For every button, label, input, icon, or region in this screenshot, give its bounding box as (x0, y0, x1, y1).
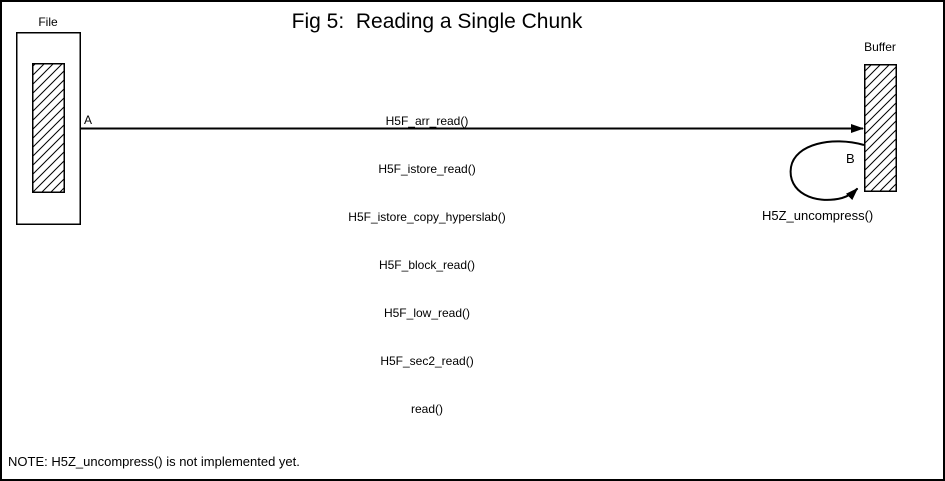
call-stack-line: H5F_block_read() (378, 258, 476, 272)
footnote: NOTE: H5Z_uncompress() is not implemente… (8, 454, 300, 469)
arrow-b-label: B (846, 151, 855, 166)
uncompress-loop-arrow (789, 140, 865, 201)
figure-title: Fig 5: Reading a Single Chunk (291, 10, 583, 33)
arrow-a-label: A (84, 113, 93, 127)
uncompress-caption: H5Z_uncompress() (762, 208, 874, 223)
call-stack-line: H5F_istore_read() (378, 162, 476, 176)
call-stack-line: H5F_sec2_read() (380, 354, 474, 368)
file-box-label: File (38, 15, 58, 29)
read-call-stack: H5F_arr_read() H5F_istore_read() H5F_ist… (348, 81, 505, 449)
buffer-hatched-rect (864, 64, 897, 192)
call-stack-line: H5F_istore_copy_hyperslab() (348, 210, 506, 224)
buffer-box-label: Buffer (864, 40, 896, 54)
file-chunk-hatched-rect (32, 63, 65, 193)
call-stack-line: read() (410, 402, 443, 416)
call-stack-line: H5F_low_read() (383, 306, 471, 320)
call-stack-line: H5F_arr_read() (385, 114, 469, 128)
